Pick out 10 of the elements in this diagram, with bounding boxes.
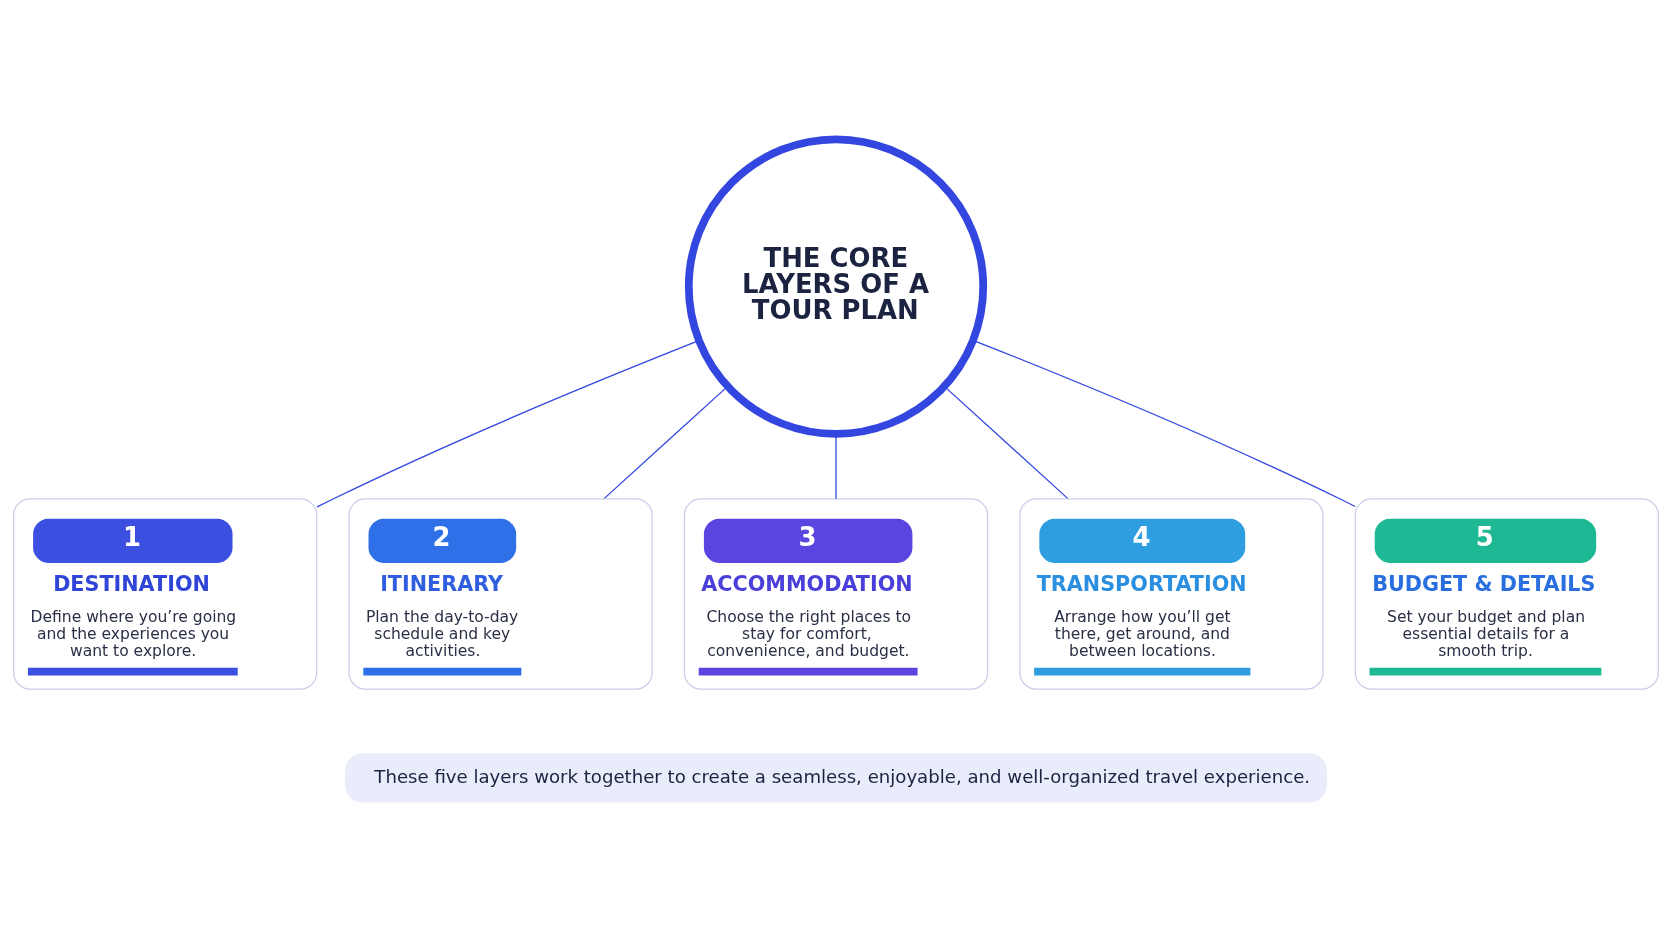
node-box: 4 TRANSPORTATION Arrange how you’ll get there, get around, and between locations.: [1019, 498, 1324, 690]
connector: [944, 386, 1069, 499]
connector: [973, 339, 1356, 508]
node-box: 1 DESTINATION Define where you’re going and the experiences you want to explore.: [13, 498, 318, 690]
node-box: 5 BUDGET & DETAILS Set your budget and plan essential details for a smooth trip.: [1354, 498, 1659, 690]
node-box: 2 ITINERARY Plan the day-to-day schedule and key activities.: [348, 498, 653, 690]
node-box: 3 ACCOMMODATION Choose the right places to stay for comfort, convenience, and budget.: [683, 498, 989, 690]
node-circle: THE CORE LAYERS OF A TOUR PLAN: [684, 135, 988, 438]
connector: [603, 386, 728, 499]
node-box: These five layers work together to create a seamless, enjoyable, and well-organized travel experience.: [345, 753, 1327, 803]
